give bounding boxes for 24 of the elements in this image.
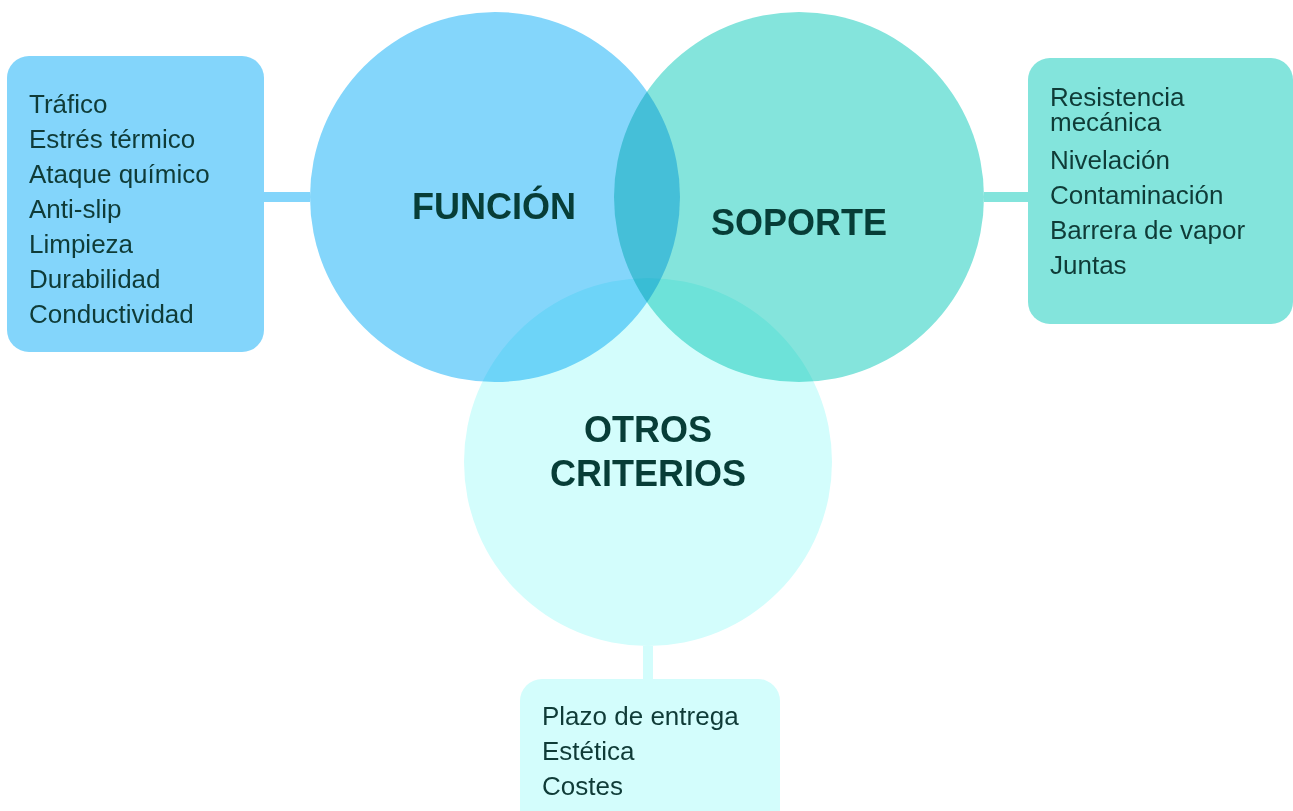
connector-line	[643, 646, 653, 679]
list-item: Resistencia mecánica	[1050, 85, 1186, 135]
list-item: Durabilidad	[29, 263, 162, 296]
list-item: Juntas	[1050, 249, 1128, 282]
list-box	[1028, 58, 1293, 324]
connector-line	[984, 192, 1028, 202]
list-item: Ataque químico	[29, 158, 211, 191]
list-item: Tráfico	[29, 88, 109, 121]
list-item: Estética	[542, 735, 636, 768]
list-item: Estrés térmico	[29, 123, 197, 156]
list-item: Plazo de entrega	[542, 700, 740, 733]
list-box	[520, 679, 780, 811]
list-item: Nivelación	[1050, 144, 1171, 177]
circle-label: OTROS CRITERIOS	[549, 408, 747, 496]
list-item: Costes	[542, 770, 624, 803]
list-item: Barrera de vapor	[1050, 214, 1247, 247]
list-item: Conductividad	[29, 298, 195, 331]
circle-label: SOPORTE	[711, 201, 887, 245]
list-item: Contaminación	[1050, 179, 1225, 212]
list-box	[7, 56, 264, 352]
list-item: Limpieza	[29, 228, 135, 261]
circle-label: FUNCIÓN	[412, 185, 576, 229]
list-item: Anti-slip	[29, 193, 123, 226]
connector-line	[264, 192, 310, 202]
